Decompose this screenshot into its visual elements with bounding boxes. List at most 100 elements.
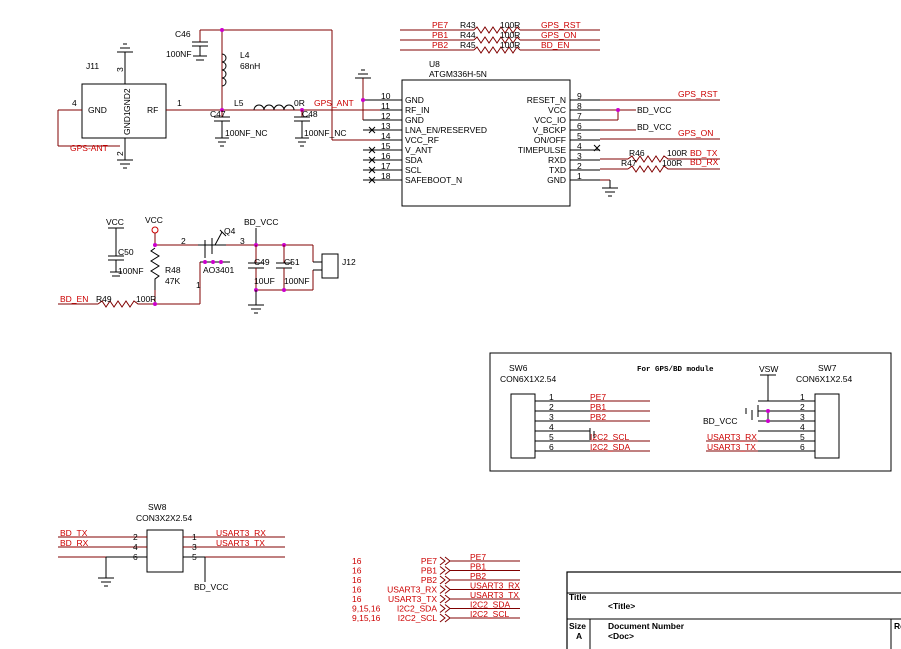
q4-ref: Q4 — [224, 226, 236, 236]
l4-ref: L4 — [240, 50, 250, 60]
c51-val: 100NF — [284, 276, 310, 286]
c46-ref: C46 — [175, 29, 191, 39]
sw6-body — [510, 393, 536, 459]
u8-ref: U8 — [429, 59, 440, 69]
l4-val: 68nH — [240, 61, 260, 71]
u8-pin-num: 6 — [577, 121, 582, 131]
sw6-pin-num: 5 — [549, 432, 554, 442]
sw8-pin-num: 1 — [192, 532, 197, 542]
c47-val: 100NF_NC — [225, 128, 268, 138]
sw6-pin-num: 2 — [549, 402, 554, 412]
u8-pin-name: RXD — [548, 155, 566, 165]
port-label: I2C2_SDA — [397, 604, 437, 614]
sw7-pin-num: 2 — [800, 402, 805, 412]
u8-pin-name: SDA — [405, 155, 423, 165]
u8-pin-num: 8 — [577, 101, 582, 111]
top-res-pin: PE7 — [432, 20, 448, 30]
port-label: PE7 — [421, 556, 437, 566]
net-bd-tx: BD_TX — [690, 148, 718, 158]
top-res-val: 100R — [500, 30, 520, 40]
sw7-pin-num: 5 — [800, 432, 805, 442]
u8-pin-name: ON/OFF — [534, 135, 566, 145]
sw8-net: BD_RX — [60, 538, 89, 548]
u8-pin-name: VCC_IO — [534, 115, 566, 125]
c51-ref: C51 — [284, 257, 300, 267]
sw6-net: PB1 — [590, 402, 606, 412]
top-res-ref: R45 — [460, 40, 476, 50]
sw6-pin-num: 4 — [549, 422, 554, 432]
port-sheet-ref: 16 — [352, 585, 362, 595]
sw7-part: CON6X1X2.54 — [796, 374, 852, 384]
gps-bd-frame: For GPS/BD module SW6 CON6X1X2.54 123456… — [489, 352, 892, 472]
sw7-pin-num: 6 — [800, 442, 805, 452]
u8-gnd-tie — [355, 69, 371, 120]
j11-ref: J11 — [86, 61, 99, 71]
u8-pin-num: 17 — [381, 161, 391, 171]
net-bd-rx: BD_RX — [690, 157, 719, 167]
l5-ref: L5 — [234, 98, 244, 108]
top-res-pin: PB2 — [432, 40, 448, 50]
gps-ant-net-label: GPS-ANT — [70, 143, 108, 153]
q4-pin3: 3 — [240, 236, 245, 246]
port-sheet-ref: 9,15,16 — [352, 604, 381, 614]
u8-pin-num: 7 — [577, 111, 582, 121]
title-value: <Title> — [608, 601, 635, 611]
r49-val: 100R — [136, 294, 156, 304]
sw7-net: USART3_RX — [707, 432, 757, 442]
docnum-label: Document Number — [608, 621, 685, 631]
top-res-val: 100R — [500, 20, 520, 30]
net-gps-on: GPS_ON — [678, 128, 713, 138]
port-net: I2C2_SCL — [470, 609, 509, 619]
j11-gnd1-label: GND1 — [122, 111, 132, 135]
sw8-pin-num: 3 — [192, 542, 197, 552]
u8-body — [401, 79, 571, 207]
u8-pin-name: SAFEBOOT_N — [405, 175, 462, 185]
sw8-net: USART3_TX — [216, 538, 265, 548]
sw8-pin-num: 4 — [133, 542, 138, 552]
net-bd-vcc-2: BD_VCC — [637, 122, 671, 132]
sw7-net: USART3_TX — [707, 442, 756, 452]
port-net: I2C2_SDA — [470, 600, 510, 610]
u8-pin-name: RESET_N — [527, 95, 566, 105]
sw6-net: PE7 — [590, 392, 606, 402]
j11-gnd2-label: GND2 — [122, 88, 132, 112]
u8-pin-num: 15 — [381, 141, 391, 151]
sw6-net: I2C2_SDA — [590, 442, 630, 452]
r47-ref: R47 — [621, 158, 637, 168]
r48-ref: R48 — [165, 265, 181, 275]
c50-val: 100NF — [118, 266, 144, 276]
u8-pin-num: 11 — [381, 101, 390, 111]
u8-pin-name: GND — [405, 95, 424, 105]
rf-matching: C46 100NF L4 68nH L5 0R C47 100NF_NC C48… — [166, 28, 380, 147]
bd-vcc-label-pwr: BD_VCC — [244, 217, 278, 227]
title-label: Title — [569, 592, 587, 602]
port-net: PB1 — [470, 562, 486, 572]
port-label: I2C2_SCL — [398, 613, 437, 623]
u8-pin-num: 1 — [577, 171, 582, 181]
c46-val: 100NF — [166, 49, 192, 59]
j11-pin2: 2 — [115, 151, 125, 156]
u8-pin-num: 4 — [577, 141, 582, 151]
net-bd-vcc-1: BD_VCC — [637, 105, 671, 115]
j11-pin4: 4 — [72, 98, 77, 108]
sw6-pin-num: 6 — [549, 442, 554, 452]
sw8-part: CON3X2X2.54 — [136, 513, 192, 523]
sw6-net: PB2 — [590, 412, 606, 422]
top-res-net: BD_EN — [541, 40, 569, 50]
j11-gnd-label: GND — [88, 105, 107, 115]
q4-part: AO3401 — [203, 265, 234, 275]
u8-pin-name: RF_IN — [405, 105, 430, 115]
sw6-pin-num: 1 — [549, 392, 554, 402]
u8-pin-num: 3 — [577, 151, 582, 161]
r49-ref: R49 — [96, 294, 112, 304]
r47-val: 100R — [662, 158, 682, 168]
u8-pin-name: V_ANT — [405, 145, 432, 155]
sw7-pin-num: 3 — [800, 412, 805, 422]
top-res-ref: R44 — [460, 30, 476, 40]
sw7-pin-num: 1 — [800, 392, 805, 402]
port-net: PB2 — [470, 571, 486, 581]
port-net: USART3_TX — [470, 590, 519, 600]
u8-pin-name: GND — [405, 115, 424, 125]
